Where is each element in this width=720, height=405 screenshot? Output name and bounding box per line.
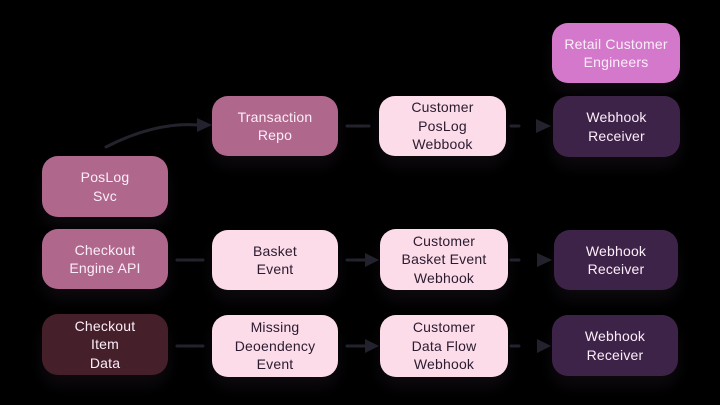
edge-arrowhead (537, 339, 551, 353)
node-checkout-item-data: Checkout Item Data (42, 314, 168, 375)
edge-arrowhead (536, 119, 551, 133)
edge-arrowhead (365, 253, 379, 267)
node-webhook-receiver-1: Webhook Receiver (553, 96, 680, 157)
edge-poslog-svc-to-transaction-repo (104, 118, 212, 149)
edge-curve (104, 123, 199, 149)
node-customer-poslog-webbook: Customer PosLog Webbook (379, 96, 506, 156)
node-transaction-repo: Transaction Repo (212, 96, 338, 156)
edge-basket-event-to-customer-basket-event-webhook (345, 253, 379, 267)
edge-missing-deoendency-event-to-customer-data-flow-webhook (345, 339, 379, 353)
node-retail-customer-engineers: Retail Customer Engineers (552, 23, 680, 83)
node-missing-deoendency-event: Missing Deoendency Event (212, 315, 338, 377)
node-webhook-receiver-3: Webhook Receiver (552, 315, 678, 376)
node-checkout-engine-api: Checkout Engine API (42, 229, 168, 289)
edge-customer-poslog-webbook-to-webhook-receiver-1 (509, 119, 551, 133)
node-customer-basket-event-webhook: Customer Basket Event Webhook (380, 229, 508, 290)
edge-arrowhead (537, 253, 552, 267)
edge-customer-basket-event-webhook-to-webhook-receiver-2 (509, 253, 552, 267)
edge-arrowhead (365, 339, 379, 353)
node-poslog-svc: PosLog Svc (42, 156, 168, 217)
node-webhook-receiver-2: Webhook Receiver (554, 230, 678, 290)
edge-arrowhead (197, 118, 212, 132)
node-basket-event: Basket Event (212, 230, 338, 290)
node-customer-data-flow-webhook: Customer Data Flow Webhook (380, 315, 508, 377)
edge-customer-data-flow-webhook-to-webhook-receiver-3 (509, 339, 551, 353)
